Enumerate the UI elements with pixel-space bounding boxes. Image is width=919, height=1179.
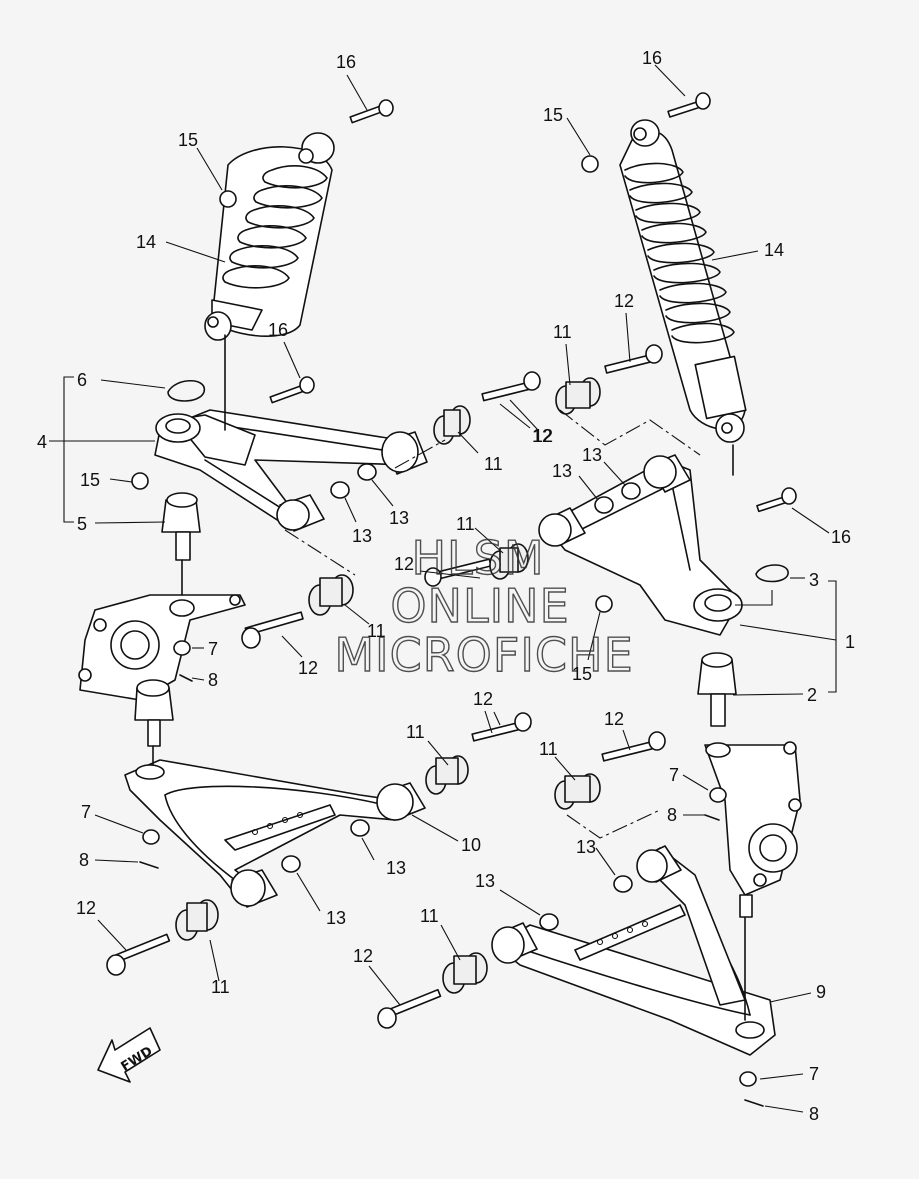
left-shock-absorber [204, 132, 335, 341]
callout-15: 15 [178, 130, 198, 150]
callout-11: 11 [406, 722, 425, 742]
callout-13: 13 [326, 908, 346, 928]
right-lower-arm [491, 845, 776, 1056]
callout-4: 4 [37, 432, 47, 452]
left-upper-arm [154, 409, 428, 532]
callout-labels: 16 15 14 16 6 4 15 5 13 13 11 12 11 12 7… [37, 48, 855, 1124]
callout-14: 14 [136, 232, 156, 252]
watermark-line-1: HLSM [411, 531, 544, 585]
left-steering-knuckle [78, 492, 246, 747]
callout-12: 12 [473, 689, 493, 709]
callout-7: 7 [809, 1064, 819, 1084]
callout-16: 16 [642, 48, 662, 68]
callout-11: 11 [456, 514, 475, 534]
callout-13: 13 [352, 526, 372, 546]
left-lower-arm [124, 759, 426, 908]
fwd-arrow-icon: FWD [97, 1027, 161, 1083]
callout-14: 14 [764, 240, 784, 260]
callout-6: 6 [77, 370, 87, 390]
callout-15: 15 [80, 470, 100, 490]
callout-15: 15 [543, 105, 563, 125]
callout-11: 11 [367, 621, 386, 641]
callout-13: 13 [475, 871, 495, 891]
callout-12: 12 [614, 291, 634, 311]
callout-13: 13 [389, 508, 409, 528]
callout-5: 5 [77, 514, 87, 534]
right-shock-absorber [619, 119, 747, 443]
callout-16: 16 [831, 527, 851, 547]
right-upper-arm [538, 454, 743, 636]
callout-8: 8 [79, 850, 89, 870]
callout-13: 13 [582, 445, 602, 465]
callout-12: 12 [604, 709, 624, 729]
callout-16: 16 [268, 320, 288, 340]
right-steering-knuckle [697, 652, 802, 918]
callout-12: 12 [394, 554, 414, 574]
watermark-line-3: MICROFICHE [334, 628, 633, 682]
callout-13: 13 [386, 858, 406, 878]
callout-9: 9 [816, 982, 826, 1002]
callout-12: 12 [532, 426, 552, 446]
callout-7: 7 [669, 765, 679, 785]
callout-13: 13 [576, 837, 596, 857]
callout-16: 16 [336, 52, 356, 72]
callout-1: 1 [845, 632, 855, 652]
callout-2: 2 [807, 685, 817, 705]
callout-11: 11 [211, 977, 230, 997]
callout-3: 3 [809, 570, 819, 590]
leader-lines [49, 64, 837, 1113]
watermark-line-2: ONLINE [390, 579, 569, 633]
callout-12: 12 [533, 426, 553, 446]
watermark: HLSM ONLINE MICROFICHE [334, 530, 634, 682]
callout-8: 8 [208, 670, 218, 690]
callout-12: 12 [76, 898, 96, 918]
callout-7: 7 [81, 802, 91, 822]
callout-11: 11 [420, 906, 439, 926]
callout-15: 15 [572, 664, 592, 684]
callout-7: 7 [208, 639, 218, 659]
callout-11: 11 [539, 739, 558, 759]
callout-8: 8 [809, 1104, 819, 1124]
callout-12: 12 [298, 658, 318, 678]
callout-12: 12 [353, 946, 373, 966]
fasteners [106, 92, 797, 1107]
grouping-lines [152, 334, 746, 1021]
callout-8: 8 [667, 805, 677, 825]
callout-11: 11 [553, 322, 572, 342]
callout-13: 13 [552, 461, 572, 481]
callout-11: 11 [484, 454, 503, 474]
callout-10: 10 [461, 835, 481, 855]
